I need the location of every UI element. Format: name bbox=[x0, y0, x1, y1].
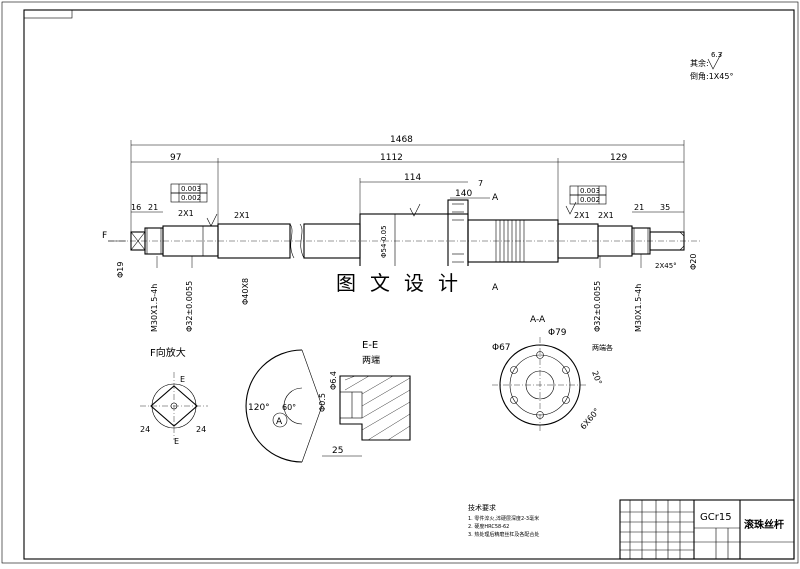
dim-114: 114 bbox=[404, 173, 421, 183]
dim-phi32-right: Φ32±0.0055 bbox=[593, 281, 602, 332]
ee-angle-60: 60° bbox=[282, 403, 296, 412]
f-view-dim-left: 24 bbox=[140, 425, 150, 434]
ee-phi64: Φ6.4 bbox=[329, 371, 338, 390]
title-part-name: 滚珠丝杆 bbox=[744, 518, 784, 531]
title-material: GCr15 bbox=[700, 512, 732, 523]
label-A-bottom: A bbox=[492, 283, 499, 293]
title-block: GCr15 滚珠丝杆 bbox=[619, 499, 795, 560]
dim-21-left: 21 bbox=[148, 203, 158, 212]
dim-2x1-d: 2X1 bbox=[598, 211, 614, 220]
aa-view-title: A-A bbox=[530, 315, 546, 325]
f-view-square-drive bbox=[150, 385, 198, 427]
chamfer-note: 倒角:1X45° bbox=[690, 71, 733, 81]
roughness-mark-right bbox=[565, 201, 577, 215]
tol-right-top: 0.003 bbox=[580, 187, 600, 195]
aa-bolt-holes bbox=[510, 351, 570, 419]
tech-note-2: 2. 硬度HRC58-62 bbox=[468, 523, 509, 530]
main-shaft-view: 1468 97 1112 129 114 140 7 16 21 2X1 2X1… bbox=[102, 135, 700, 332]
ee-angle-120: 120° bbox=[248, 403, 270, 413]
tol-left-top: 0.003 bbox=[181, 185, 201, 193]
dim-chamfer-small: 2X45° bbox=[655, 262, 677, 270]
aa-side-note: 两端各 bbox=[592, 343, 613, 352]
f-view: F向放大 E E 24 24 bbox=[140, 346, 208, 446]
ee-label-A: A bbox=[276, 417, 283, 427]
dim-2x1-b: 2X1 bbox=[234, 211, 250, 220]
top-dimensions: 1468 97 1112 129 114 140 7 16 21 2X1 2X1… bbox=[130, 135, 685, 232]
tech-note-1: 1. 零件淬火,淬硬层深度2-3毫米 bbox=[468, 515, 539, 522]
ee-arc-inner bbox=[283, 387, 303, 425]
dim-40x8: Φ40X8 bbox=[241, 278, 250, 305]
ee-view-subtitle: 两端 bbox=[362, 354, 380, 366]
roughness-label: 其余: bbox=[690, 58, 709, 68]
ee-dim-25: 25 bbox=[332, 446, 343, 456]
ee-section-body bbox=[339, 375, 411, 441]
dim-right-seg: 129 bbox=[610, 153, 627, 163]
dim-140: 140 bbox=[455, 189, 472, 199]
watermark-text: 图文设计 bbox=[336, 271, 472, 295]
ee-arc-outer bbox=[245, 349, 303, 463]
flange-disc bbox=[447, 199, 469, 271]
tolerance-frame-right: 0.003 0.002 bbox=[569, 185, 607, 205]
tol-right-bottom: 0.002 bbox=[580, 196, 600, 204]
aa-phi79: Φ79 bbox=[548, 328, 567, 338]
bottom-vertical-dimensions: Φ19 M30X1.5-4h Φ32±0.0055 Φ40X8 Φ54-0.05… bbox=[116, 225, 698, 332]
dim-m30-left: M30X1.5-4h bbox=[150, 284, 159, 332]
dim-m30-right: M30X1.5-4h bbox=[634, 284, 643, 332]
ee-view-title: E-E bbox=[362, 340, 378, 351]
dim-phi32-left: Φ32±0.0055 bbox=[185, 281, 194, 332]
aa-angle-20: 20° bbox=[590, 370, 603, 386]
break-line-right bbox=[299, 223, 305, 259]
dim-16: 16 bbox=[131, 203, 141, 212]
dim-2x1-a: 2X1 bbox=[178, 209, 194, 218]
aa-6x60: 6X60° bbox=[579, 407, 602, 432]
dim-21-right: 21 bbox=[634, 203, 644, 212]
corner-box bbox=[23, 9, 73, 19]
dim-7: 7 bbox=[478, 179, 483, 188]
dim-35: 35 bbox=[660, 203, 670, 212]
aa-phi67: Φ67 bbox=[492, 343, 511, 353]
dim-total-length: 1468 bbox=[390, 135, 413, 145]
thread-hatching bbox=[495, 220, 525, 262]
break-line-left bbox=[289, 223, 295, 259]
dim-phi20: Φ20 bbox=[689, 254, 698, 270]
drawing-frame bbox=[23, 9, 795, 560]
tolerance-frame-left: 0.003 0.002 bbox=[170, 183, 208, 203]
flange-holes bbox=[452, 203, 464, 263]
roughness-mark-mid bbox=[409, 203, 421, 217]
dim-left-seg: 97 bbox=[170, 153, 181, 163]
tech-note-3: 3. 热处理后精磨丝杠及各配合处 bbox=[468, 531, 539, 538]
f-view-e-bottom: E bbox=[174, 437, 179, 446]
f-view-e-top: E bbox=[180, 375, 185, 384]
ee-view: E-E 两端 A 120° 60° Φ6.4 Φ0.5 25 bbox=[245, 340, 411, 463]
f-view-dim-right: 24 bbox=[196, 425, 206, 434]
technical-requirements: 技术要求 1. 零件淬火,淬硬层深度2-3毫米 2. 硬度HRC58-62 3.… bbox=[468, 503, 539, 538]
left-shaft-body bbox=[217, 223, 291, 259]
tech-notes-title: 技术要求 bbox=[468, 503, 496, 512]
f-view-title: F向放大 bbox=[150, 346, 186, 359]
roughness-value: 6.3 bbox=[711, 51, 722, 59]
roughness-note: 其余: 6.3 倒角:1X45° bbox=[690, 51, 733, 81]
roughness-symbol bbox=[707, 51, 723, 70]
dim-phi19: Φ19 bbox=[116, 262, 125, 278]
tol-left-bottom: 0.002 bbox=[181, 194, 201, 202]
roughness-mark-left bbox=[206, 213, 218, 227]
label-A-top: A bbox=[492, 193, 499, 203]
ee-phi05: Φ0.5 bbox=[318, 393, 327, 412]
dim-phi54: Φ54-0.05 bbox=[380, 225, 388, 258]
dim-2x1-c: 2X1 bbox=[574, 211, 590, 220]
dim-mid-seg: 1112 bbox=[380, 153, 403, 163]
label-F: F bbox=[102, 231, 107, 241]
ee-marker-A bbox=[272, 412, 288, 428]
